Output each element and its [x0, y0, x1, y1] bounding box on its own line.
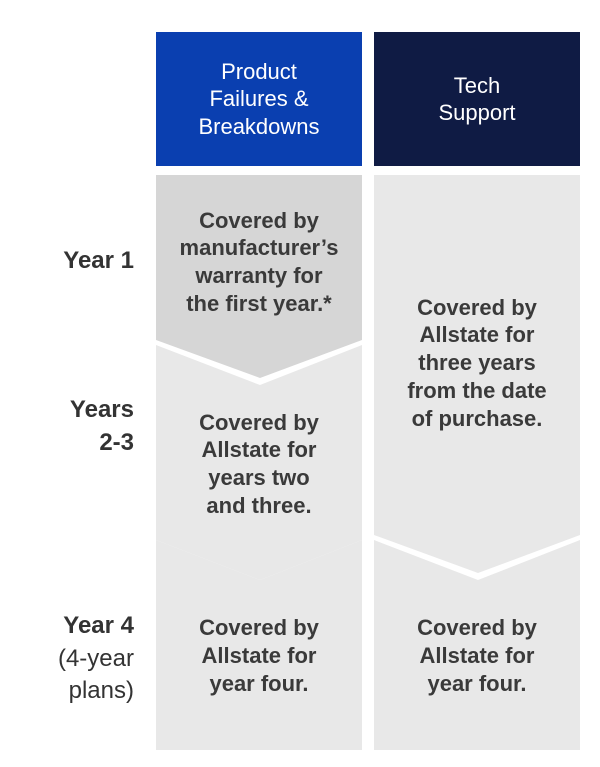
- support-year4-cell: Covered by Allstate for year four.: [417, 615, 537, 696]
- product-year1-cell: Covered by manufacturer’s warranty for t…: [179, 207, 339, 316]
- product-years23-block: [156, 345, 362, 580]
- tech-support-column-header: Tech Support: [374, 32, 580, 166]
- product-failures-column-header: Product Failures & Breakdowns: [156, 32, 362, 166]
- product-year4-block: [156, 540, 362, 750]
- product-years23-cell: Covered by Allstate for years two and th…: [199, 409, 319, 518]
- support-years13-cell: Covered by Allstate for three years from…: [407, 294, 547, 431]
- row-label-years-2-3: Years 2-3: [69, 396, 134, 456]
- row-label-year-1: Year 1: [63, 247, 134, 274]
- tech-support-header-label: Tech Support: [438, 72, 516, 126]
- product-failures-header-label: Product Failures & Breakdowns: [198, 58, 320, 139]
- product-year4-cell: Covered by Allstate for year four.: [199, 615, 319, 696]
- product-header-block: [156, 32, 362, 166]
- support-years13-block: [374, 175, 580, 573]
- row-label-year-4: Year 4 (4-year plans): [58, 610, 134, 708]
- four-year-plans-note: (4-year plans): [57, 644, 134, 705]
- support-header-block: [374, 32, 580, 166]
- product-year1-block: [156, 175, 362, 378]
- support-year4-block: [374, 540, 580, 750]
